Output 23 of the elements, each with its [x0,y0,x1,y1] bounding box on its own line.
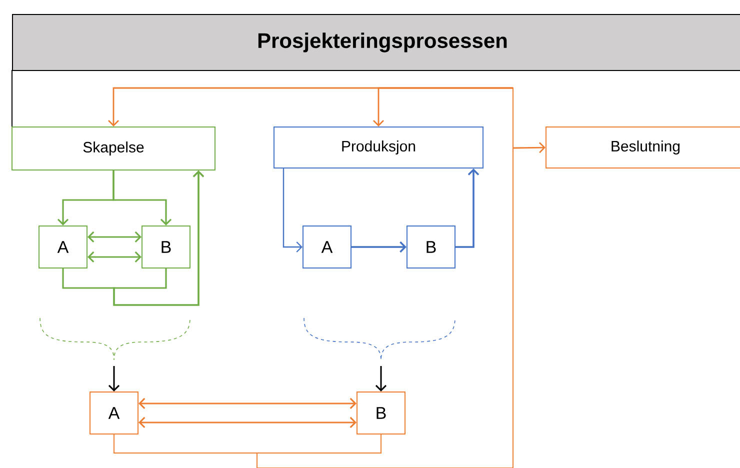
process-box: Skapelse [12,126,216,170]
arrow [138,416,356,428]
process-box: Produksjon [274,126,484,168]
arrow [456,168,480,248]
arrow [108,366,120,392]
arrow [88,251,142,263]
arrow [282,168,302,252]
arrow [112,170,172,226]
process-box: Beslutning [546,126,740,168]
arrow [375,366,387,392]
step-box: A [90,392,138,434]
title-band: Prosjekteringsprosessen [12,14,740,71]
arrow [512,142,546,154]
step-box: A [38,226,88,268]
arrow [88,231,142,243]
arrow [113,170,204,306]
step-box: B [142,226,190,268]
step-box: A [302,226,352,268]
arrow [138,398,356,410]
arrow [373,87,513,126]
step-box: B [356,392,406,434]
step-box: B [406,226,456,268]
arrow [352,241,406,253]
